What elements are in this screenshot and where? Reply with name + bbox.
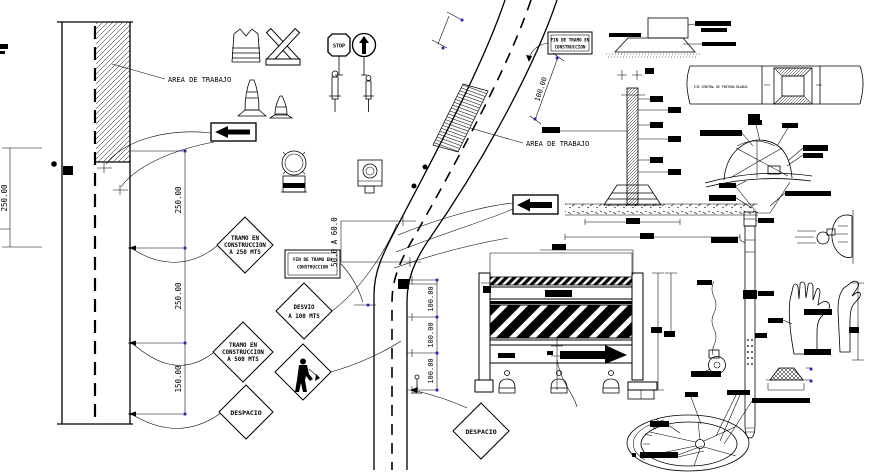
post-foundation-detail [540,68,758,275]
arrow-paddle-icon [351,32,377,76]
equipment-icons: STOP [210,27,383,194]
x-barricade-icon [265,27,301,66]
work-area-hatch-mid [432,83,489,153]
work-area-label: AREA DE TRABAJO [168,76,231,84]
belt-detail [711,211,774,439]
svg-text:CONSTRUCCION: CONSTRUCCION [222,350,264,356]
sign-post [626,87,639,206]
box-lamp-icon [357,159,383,194]
svg-text:CONSTRUCCION: CONSTRUCCION [297,265,328,271]
beacon-lamp-icon [281,150,307,193]
dim-road-1: 100.00 [427,286,435,311]
barricade-top-rail [489,276,633,286]
svg-text:CONSTRUCCION: CONSTRUCCION [554,45,585,51]
mound-foundation-detail [606,17,736,58]
marker-frame [773,67,813,105]
sign-tramo-500: TRAMO EN CONSTRUCCION A 500 MTS [212,321,274,383]
road-centerline-mid [391,0,532,470]
svg-text:TRAMO EN: TRAMO EN [231,236,259,242]
lanyard-whistle-detail [691,280,726,377]
sign-fin-tramo-top: FIN DE TRAMO EN CONSTRUCCION [526,31,593,62]
helmet-side-detail [700,120,831,214]
sign-tramo-250: TRAMO EN CONSTRUCCION A 250 MTS [216,216,274,274]
stop-paddle-label: STOP [333,44,345,50]
svg-text:TRAMO EN: TRAMO EN [229,343,257,349]
svg-text:DESVIO: DESVIO [294,305,315,311]
work-area-hatch [96,22,130,162]
dim-chain-1: 250.00 [174,186,183,214]
dim-chain-2: 250.00 [174,282,183,310]
barricade-arrow [560,345,627,364]
svg-text:FIN DE TRAMO EN: FIN DE TRAMO EN [293,257,332,263]
middle-road-plan: AREA DE TRABAJO 100.00 50.0 A 60.0 100.0… [330,0,589,470]
sign-worker [274,343,332,401]
dim-slant: 100.00 [533,76,548,103]
dim-chain-3: 150.00 [174,365,183,393]
band-note: EJE CENTRAL DE PINTURA BLANCA [694,85,748,89]
helmet-top-detail [626,389,810,472]
work-area-label-mid: AREA DE TRABAJO [526,140,589,148]
svg-text:A 100 MTS: A 100 MTS [288,314,320,320]
road-sign-marker [398,279,409,289]
arrow-sign-left-1 [210,122,257,142]
warning-signs: TRAMO EN CONSTRUCCION A 250 MTS TRAMO EN… [212,31,593,460]
sign-despacio-mid: DESPACIO [452,402,510,460]
dim-road-2: 100.00 [427,322,435,347]
svg-text:FIN DE TRAMO EN: FIN DE TRAMO EN [551,38,590,44]
flare-baton-icon [329,70,374,112]
svg-text:A 500 MTS: A 500 MTS [227,357,259,363]
sign-despacio-left: DESPACIO [218,384,274,440]
lamp-post-mini-icon [412,374,422,394]
barricade-stripe-band [489,304,633,339]
left-road-plan: AREA DE TRABAJO 250.00 250.00 250.00 150… [0,21,231,429]
arrow-sign-left-2 [512,194,559,215]
svg-text:DESPACIO: DESPACIO [465,428,496,436]
safety-vest-icon [231,28,261,63]
dim-road-3: 100.00 [427,358,435,383]
svg-text:DESPACIO: DESPACIO [230,409,261,417]
ground-hatch [565,204,758,215]
pavement-band-detail: EJE CENTRAL DE PINTURA BLANCA [686,65,864,121]
dim-left-outer: 250.00 [0,184,9,212]
gloves-detail [768,280,864,361]
barricade-lanterns [498,370,620,394]
svg-text:A 250 MTS: A 250 MTS [229,250,261,256]
hand-whistle-detail [795,210,854,264]
traffic-cone-large-icon [236,79,268,117]
sign-fin-tramo-left: FIN DE TRAMO EN CONSTRUCCION [284,249,376,307]
sign-desvio: DESVIO A 100 MTS [275,282,333,340]
stop-paddle-icon: STOP [327,33,351,76]
barricade-detail [474,252,677,408]
speed-bump-detail [766,367,813,391]
dim-gap: 50.0 A 60.0 [330,217,339,267]
traffic-cone-small-icon [268,95,294,119]
svg-text:CONSTRUCCION: CONSTRUCCION [224,243,266,249]
